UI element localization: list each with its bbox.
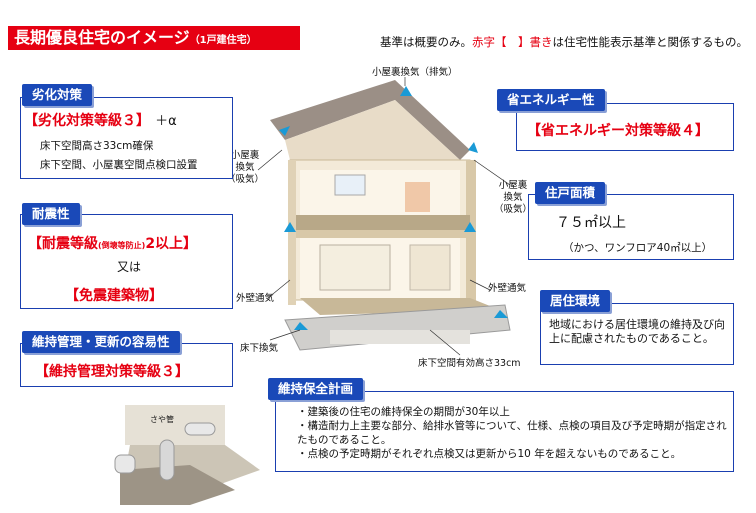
plan-heading: 維持保全計画 — [268, 378, 364, 400]
attic-space — [285, 100, 460, 175]
crawl-vent-label: 床下換気 — [240, 343, 279, 354]
plan-box — [275, 391, 734, 472]
attic-intake-left-label: 小屋裏換気（吸気） — [226, 150, 265, 185]
sleeve-label: さや管 — [150, 415, 174, 424]
deterioration-plus: ＋α — [155, 114, 177, 129]
crawl-height-label: 床下空間有効高さ33cm — [418, 358, 521, 369]
deterioration-box — [20, 97, 233, 179]
people-figure — [405, 182, 430, 212]
attic-intake-right-label: 小屋裏換気（吸気） — [494, 180, 533, 215]
plan-items: ・建築後の住宅の維持保全の期間が30年以上 ・構造耐力上主要な部分、給排水管等に… — [297, 405, 727, 461]
attic-exhaust-label: 小屋裏換気（排気） — [372, 67, 458, 78]
energy-box — [516, 103, 734, 151]
right-wall — [466, 160, 476, 305]
seismic-heading: 耐震性 — [22, 203, 80, 225]
maintenance-heading: 維持管理・更新の容易性 — [22, 331, 180, 353]
leader-lines — [257, 77, 511, 356]
vent-arrows — [279, 86, 508, 330]
sleeve-pipe-illustration — [114, 405, 260, 505]
plan-item: ・点検の予定時期がそれぞれ点検又は更新から10 年を超えないものであること。 — [297, 448, 682, 460]
deterioration-heading: 劣化対策 — [22, 84, 93, 106]
floor-area-value: ７５㎡以上 — [556, 215, 626, 231]
title-main: 長期優良住宅のイメージ — [14, 28, 190, 47]
floor-slab — [296, 215, 470, 230]
environment-heading: 居住環境 — [540, 290, 611, 312]
wall-vent-left-label: 外壁通気 — [236, 293, 275, 304]
maintenance-grade: 【維持管理対策等級３】 — [35, 364, 189, 380]
seismic-alt: 【免震建築物】 — [65, 288, 163, 304]
environment-text: 地域における居住環境の維持及び向上に配慮されたものであること。 — [549, 318, 725, 345]
floor-area-heading: 住戸面積 — [535, 182, 606, 204]
seismic-or: 又は — [117, 260, 142, 274]
upper-window — [334, 174, 366, 196]
note-prefix: 基準は概要のみ。 — [380, 35, 472, 49]
roof-shape — [270, 80, 470, 160]
deterioration-grade-line: 【劣化対策等級３】 ＋α — [24, 110, 177, 130]
deterioration-line2: 床下空間、小屋裏空間点検口設置 — [40, 159, 198, 171]
plan-item: ・構造耐力上主要な部分、給排水管等について、仕様、点検の項目及び予定時期が指定さ… — [297, 420, 727, 446]
legend-note: 基準は概要のみ。赤字【 】書きは住宅性能表示基準と関係するもの。 — [380, 34, 748, 50]
environment-box — [540, 303, 734, 365]
floor-area-box — [528, 194, 734, 260]
note-suffix: は住宅性能表示基準と関係するもの。 — [552, 35, 749, 49]
page-title: 長期優良住宅のイメージ（1戸建住宅） — [8, 26, 300, 50]
plan-item: ・建築後の住宅の維持保全の期間が30年以上 — [297, 406, 510, 418]
lower-window — [319, 244, 391, 291]
deterioration-grade: 【劣化対策等級３】 — [24, 113, 150, 129]
left-wall — [288, 160, 296, 305]
floor-area-note: （かつ、ワンフロア40㎡以上） — [563, 242, 713, 254]
note-red: 赤字【 】書き — [472, 35, 553, 49]
wall-vent-right-label: 外壁通気 — [488, 283, 527, 294]
seismic-grade: 【耐震等級(倒壊等防止)2以上】 — [28, 236, 198, 252]
energy-heading: 省エネルギー性 — [497, 89, 605, 111]
upper-room — [300, 170, 460, 215]
title-sub: （1戸建住宅） — [189, 35, 257, 46]
seismic-box — [20, 214, 233, 309]
deterioration-line1: 床下空間高さ33cm確保 — [40, 140, 154, 152]
energy-grade: 【省エネルギー対策等級４】 — [527, 123, 709, 139]
